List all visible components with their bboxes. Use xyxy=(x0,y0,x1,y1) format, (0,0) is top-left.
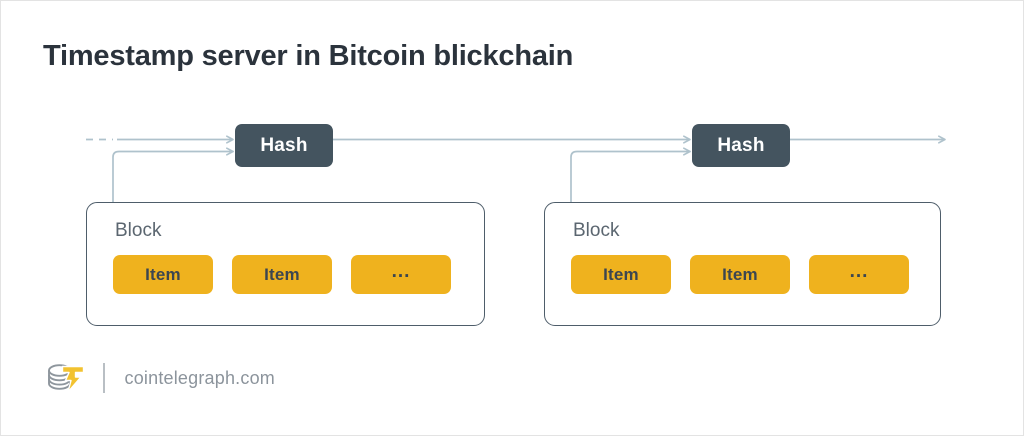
block-1-item-2-label: Item xyxy=(264,264,300,284)
hash-node-1: Hash xyxy=(235,124,333,167)
footer-divider xyxy=(103,363,105,393)
block-1-to-hash-1-elbow xyxy=(112,147,234,203)
page-title: Timestamp server in Bitcoin blickchain xyxy=(43,40,574,72)
block-2-item-1-label: Item xyxy=(603,264,639,284)
block-1-item-3-label: ... xyxy=(391,261,411,282)
hash-node-2-label: Hash xyxy=(717,134,765,156)
block-1-label: Block xyxy=(115,220,162,241)
block-2-to-hash-2-elbow xyxy=(570,147,691,203)
hash-node-2: Hash xyxy=(692,124,790,167)
block-2-item-3-label: ... xyxy=(849,261,869,282)
block-container-2: Block Item Item ... xyxy=(544,202,941,326)
block-1-item-1-label: Item xyxy=(145,264,181,284)
block-1-items: Item Item ... xyxy=(113,255,451,294)
block-2-label: Block xyxy=(573,220,620,241)
block-container-1: Block Item Item ... xyxy=(86,202,485,326)
cointelegraph-logo-icon xyxy=(48,364,85,393)
block-1-item-3: ... xyxy=(351,255,451,294)
block-1-item-1: Item xyxy=(113,255,213,294)
block-1-item-2: Item xyxy=(232,255,332,294)
block-2-item-1: Item xyxy=(571,255,671,294)
hash-node-1-label: Hash xyxy=(260,134,308,156)
block-2-items: Item Item ... xyxy=(571,255,909,294)
block-2-item-2: Item xyxy=(690,255,790,294)
footer: cointelegraph.com xyxy=(43,356,275,400)
block-2-item-3: ... xyxy=(809,255,909,294)
footer-site-label: cointelegraph.com xyxy=(124,367,275,388)
block-2-item-2-label: Item xyxy=(722,264,758,284)
